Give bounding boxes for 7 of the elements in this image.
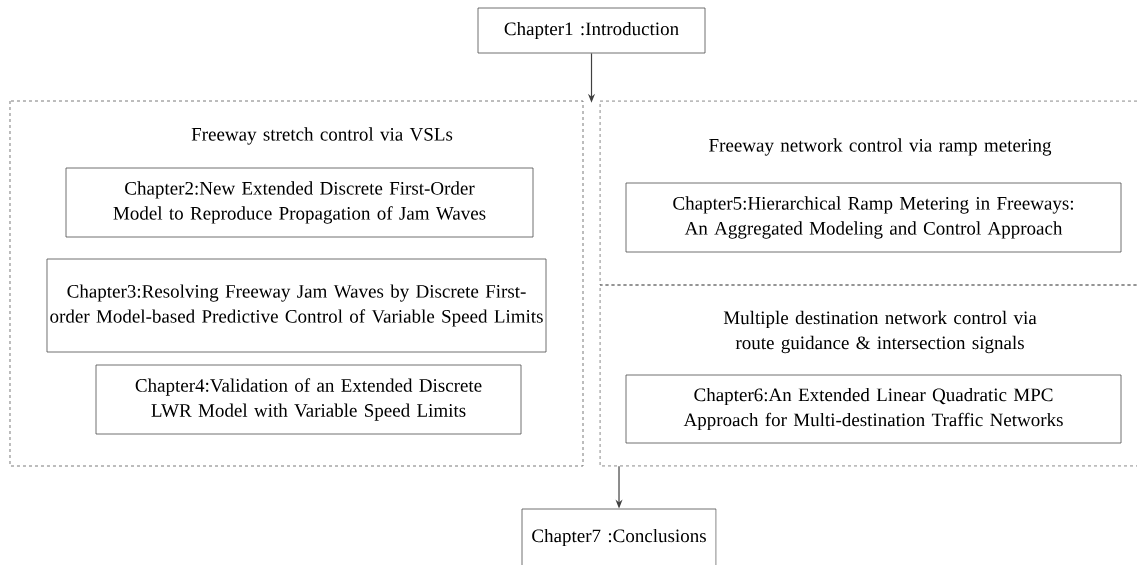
chapter-box: Chapter2:New Extended Discrete First-Order Model to Reproduce Propagation of Jam Waves (65, 167, 534, 238)
chapter-box: Chapter3:Resolving Freeway Jam Waves by Discrete First-order Model-based Predictive Control of Variable Speed Limits (46, 258, 547, 353)
chapter-box: Chapter6:An Extended Linear Quadratic MPC Approach for Multi-destination Traffic Networks (625, 374, 1122, 444)
chapter-box: Chapter7 :Conclusions (521, 508, 717, 565)
chapter-box: Chapter4:Validation of an Extended Discrete LWR Model with Variable Speed Limits (95, 364, 522, 435)
chapter-box: Chapter1 :Introduction (477, 7, 706, 54)
chapter-box: Chapter5:Hierarchical Ramp Metering in Freeways: An Aggregated Modeling and Control Approach (625, 182, 1122, 253)
